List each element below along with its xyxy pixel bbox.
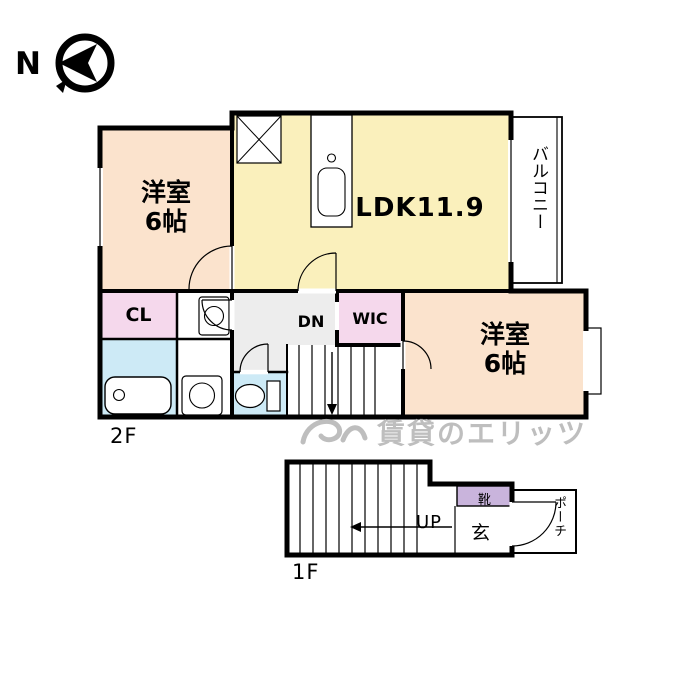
- stairs-1f-arrow: [350, 522, 452, 532]
- north-label: N: [15, 46, 41, 82]
- entrance-label: 玄: [471, 522, 491, 544]
- floor-1f-label: 1F: [292, 560, 320, 584]
- stairwell-2f: [287, 345, 403, 417]
- stairs-dn-label: DN: [297, 312, 325, 331]
- room-bedroom-east: [403, 291, 586, 417]
- corridor-nook: [232, 345, 287, 372]
- walls-1f: [284, 459, 515, 558]
- room-wic: [337, 293, 403, 345]
- stairs-1f-treads: [299, 462, 418, 555]
- door-porch: [511, 501, 557, 547]
- balcony-label: バルコニー: [528, 145, 548, 230]
- bedroom-west-name: 洋室: [140, 178, 191, 207]
- door-bedroom-east: [402, 340, 432, 370]
- porch-label: ポーチ: [551, 496, 566, 538]
- kitchen-faucet: [326, 153, 337, 163]
- corridor: [232, 291, 337, 345]
- ldk-label: LDK11.9: [355, 193, 485, 223]
- closet-label: CL: [125, 304, 152, 326]
- door-ldk: [297, 252, 337, 292]
- fixtures-2f: [104, 114, 353, 416]
- fridge-space-hatch: [236, 115, 282, 164]
- kitchen-sink: [317, 167, 346, 217]
- door-toilet: [239, 343, 269, 373]
- bedroom-west-label: 洋室 6帖: [106, 178, 226, 237]
- room-closet: [100, 293, 177, 339]
- stairs-2f-treads: [298, 345, 376, 417]
- bedroom-east-label: 洋室 6帖: [440, 320, 570, 379]
- north-compass-icon: [55, 33, 115, 93]
- bedroom-east-size: 6帖: [483, 349, 527, 379]
- stairs-up-label: UP: [416, 512, 443, 533]
- door-arcs: [188, 245, 432, 373]
- window-lines: [99, 140, 512, 262]
- bedroom-east-name: 洋室: [479, 320, 530, 349]
- shoe-cabinet-label: 靴: [477, 493, 491, 508]
- floor-1f-plan: [284, 459, 577, 558]
- stairs-2f-arrow: [327, 352, 337, 415]
- bathtub-drain: [112, 388, 126, 402]
- room-bedroom-west: [100, 128, 232, 291]
- balcony-outline: [510, 116, 563, 284]
- door-bedroom-west: [188, 245, 233, 290]
- bedroom-west-size: 6帖: [144, 207, 188, 237]
- floor-2f-label: 2F: [110, 424, 138, 448]
- bathtub: [104, 376, 172, 415]
- porch-door-opening: [509, 502, 515, 546]
- door-washroom: [201, 299, 233, 331]
- toilet-fixture: [234, 380, 281, 412]
- wic-label: WIC: [352, 309, 388, 328]
